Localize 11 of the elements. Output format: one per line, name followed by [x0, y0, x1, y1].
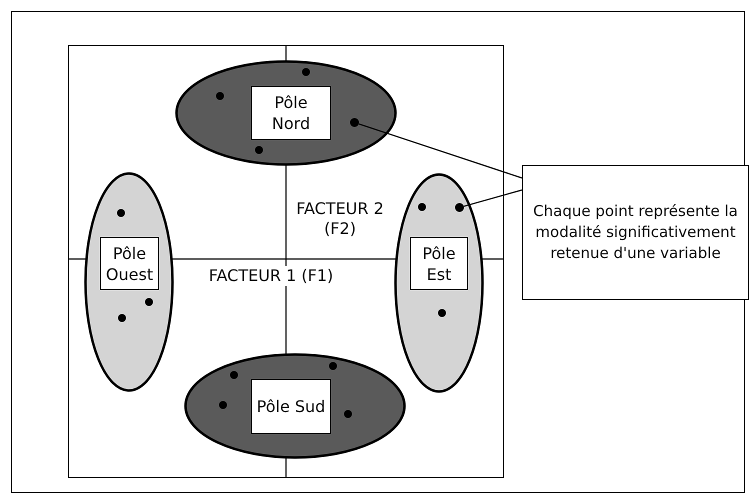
pole-ellipse	[184, 353, 406, 459]
leader-line	[358, 123, 522, 179]
leader-line	[464, 189, 522, 207]
pole-label: Pôle Est	[410, 237, 468, 290]
pole-label: Pôle Nord	[251, 86, 331, 140]
pole-ellipse	[394, 173, 484, 393]
pole-ellipse	[175, 60, 397, 166]
callout-box: Chaque point représente la modalité significativement retenue d'une variable	[522, 165, 749, 300]
pole-label: Pôle Ouest	[100, 237, 159, 290]
pole-ellipse	[84, 172, 174, 392]
pole-label: Pôle Sud	[251, 379, 331, 434]
